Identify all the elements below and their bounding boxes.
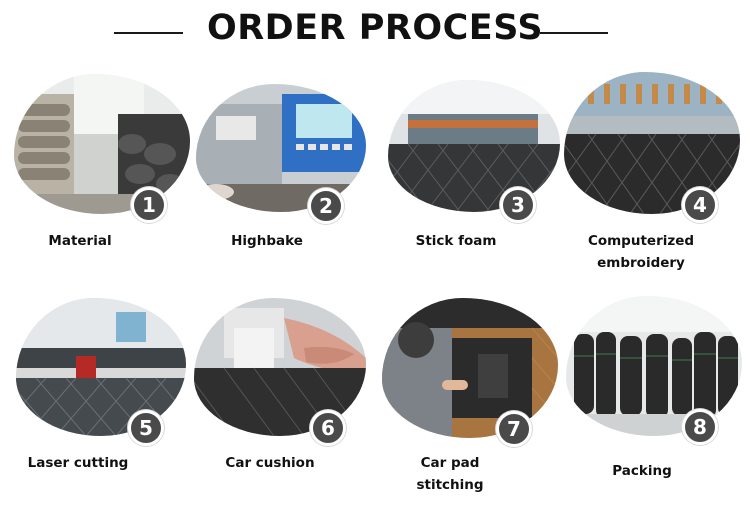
step-card-computerized-embroidery: 4 Computerized embroidery: [564, 70, 744, 310]
step-number-badge: 2: [308, 188, 344, 224]
step-number-badge: 3: [500, 187, 536, 223]
step-card-car-cushion: 6 Car cushion: [190, 292, 370, 532]
step-card-highbake: 2 Highbake: [190, 70, 370, 310]
step-card-material: 1 Material: [12, 70, 192, 310]
step-label-car-pad-stitching: Car pad stitching: [416, 455, 484, 493]
step-label-laser-cutting: Laser cutting: [27, 455, 129, 471]
step-card-packing: 8 Packing: [566, 292, 746, 532]
step-photo-highbake: [196, 84, 366, 212]
page-title: ORDER PROCESS: [206, 8, 544, 48]
step-label-highbake: Highbake: [231, 233, 303, 249]
step-label-material: Material: [48, 233, 112, 249]
step-label-car-cushion: Car cushion: [225, 455, 315, 471]
title-rule-right: [540, 32, 608, 34]
step-number-badge: 7: [496, 411, 532, 447]
step-photo-car-pad-stitching: [382, 298, 558, 438]
step-number-badge: 6: [310, 410, 346, 446]
step-photo-car-cushion: [194, 298, 366, 436]
page-header: ORDER PROCESS: [0, 0, 750, 62]
step-number-badge: 4: [682, 187, 718, 223]
step-number-badge: 1: [131, 187, 167, 223]
step-number-badge: 5: [128, 410, 164, 446]
step-card-laser-cutting: 5 Laser cutting: [14, 292, 194, 532]
step-number-badge: 8: [682, 409, 718, 445]
step-label-computerized-embroidery: Computerized embroidery: [587, 233, 695, 271]
step-photo-stick-foam: [388, 80, 560, 212]
step-card-car-pad-stitching: 7 Car pad stitching: [380, 292, 560, 532]
step-photo-material: [14, 74, 190, 214]
step-card-stick-foam: 3 Stick foam: [380, 70, 560, 310]
step-label-packing: Packing: [612, 463, 672, 479]
step-label-stick-foam: Stick foam: [415, 233, 497, 249]
step-photo-laser-cutting: [16, 298, 186, 436]
step-photo-packing: [566, 296, 742, 436]
title-rule-left: [114, 32, 183, 34]
